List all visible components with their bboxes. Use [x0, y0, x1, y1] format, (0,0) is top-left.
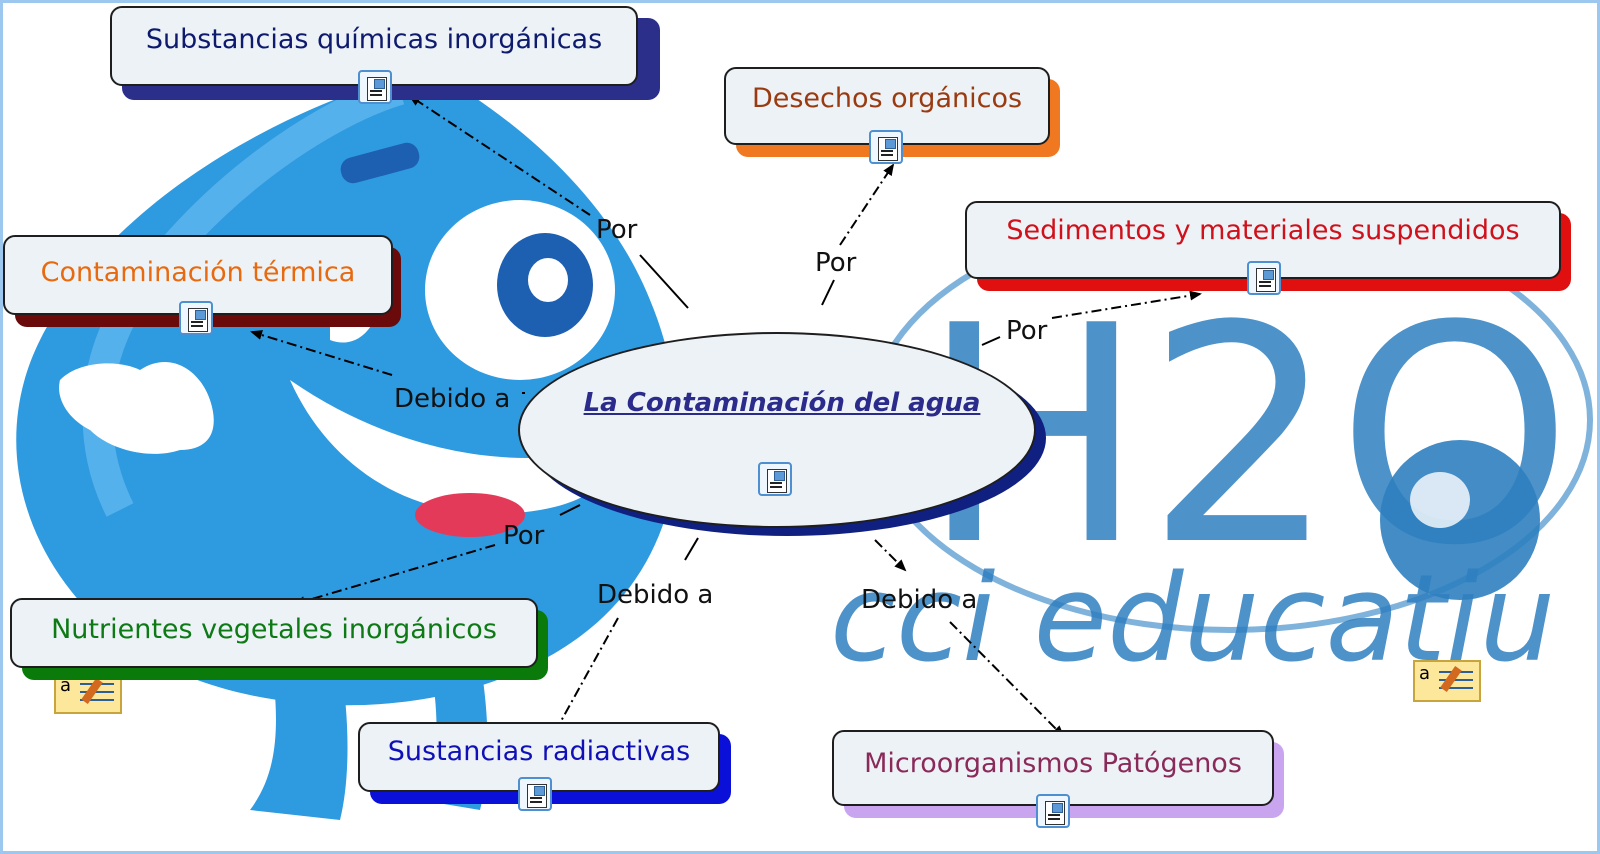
note-annotation-icon[interactable]: a — [1413, 660, 1481, 702]
concept-nutrientes-vegetales[interactable]: Nutrientes vegetales inorgánicos — [10, 598, 550, 682]
concept-label: Contaminación térmica — [40, 257, 356, 288]
concept-label: Sedimentos y materiales suspendidos — [1006, 215, 1520, 246]
concept-label: Microorganismos Patógenos — [864, 748, 1242, 779]
link-label-debido-a: Debido a — [861, 585, 978, 615]
concept-label: Desechos orgánicos — [751, 83, 1023, 114]
link-label-debido-a: Debido a — [597, 580, 714, 610]
link-label-por: Por — [1006, 316, 1048, 346]
resource-document-icon[interactable] — [758, 462, 792, 496]
concept-label: Substancias químicas inorgánicas — [145, 24, 603, 55]
link-label-por: Por — [503, 521, 545, 551]
link-label-por: Por — [815, 248, 857, 278]
link-label-por: Por — [596, 215, 638, 245]
central-concept-label[interactable]: La Contaminación del agua — [583, 388, 981, 418]
resource-document-icon[interactable] — [1247, 261, 1281, 295]
concept-label: Nutrientes vegetales inorgánicos — [51, 614, 497, 645]
resource-document-icon[interactable] — [179, 301, 213, 335]
concept-microorganismos-patogenos[interactable]: Microorganismos Patógenos — [832, 730, 1287, 835]
concept-label: Sustancias radiactivas — [387, 736, 691, 767]
concept-sedimentos[interactable]: Sedimentos y materiales suspendidos — [965, 201, 1575, 306]
resource-document-icon[interactable] — [869, 130, 903, 164]
resource-document-icon[interactable] — [518, 777, 552, 811]
concept-desechos-organicos[interactable]: Desechos orgánicos — [724, 67, 1064, 167]
resource-document-icon[interactable] — [1036, 794, 1070, 828]
link-label-debido-a: Debido a — [394, 384, 511, 414]
concept-box — [10, 598, 538, 668]
central-concept[interactable]: La Contaminación del agua — [518, 332, 1046, 536]
concept-contaminacion-termica[interactable]: Contaminación térmica — [3, 235, 403, 345]
concept-sustancias-radiactivas[interactable]: Sustancias radiactivas — [358, 722, 733, 822]
concept-box — [832, 730, 1274, 806]
concept-box — [724, 67, 1050, 145]
central-ellipse — [518, 332, 1036, 528]
resource-document-icon[interactable] — [358, 70, 392, 104]
concept-substancias-quimicas[interactable]: Substancias químicas inorgánicas — [110, 6, 660, 104]
